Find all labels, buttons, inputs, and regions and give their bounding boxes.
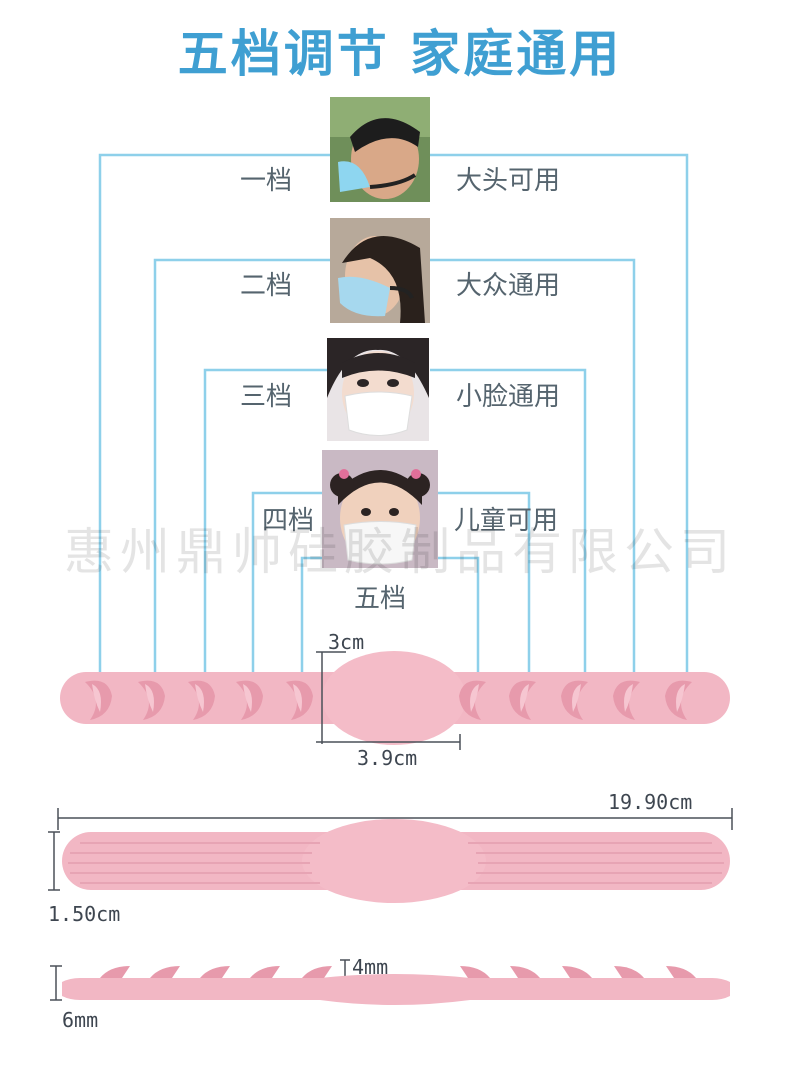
watermark: 惠州鼎帅硅胶制品有限公司 — [64, 523, 736, 581]
level-3-label: 三档 — [240, 382, 293, 412]
strap-width-label: 1.50cm — [48, 902, 121, 926]
total-length-label: 19.90cm — [608, 790, 693, 814]
center-thickness-label: 4mm — [352, 955, 389, 979]
level-3-usage: 小脸通用 — [456, 382, 561, 412]
center-width-label: 3.9cm — [357, 746, 418, 770]
side-height-label: 6mm — [62, 1008, 99, 1032]
adult-female-photo — [330, 218, 430, 323]
level-4-label: 四档 — [262, 506, 315, 536]
young-woman-photo — [327, 338, 429, 441]
center-height-label: 3cm — [328, 630, 365, 654]
child-photo — [322, 450, 438, 568]
level-2-usage: 大众通用 — [456, 271, 561, 301]
level-5-label: 五档 — [354, 584, 407, 614]
level-4-usage: 儿童可用 — [454, 506, 559, 536]
level-1-usage: 大头可用 — [456, 166, 561, 196]
adult-male-photo — [330, 97, 430, 202]
level-2-label: 二档 — [240, 271, 293, 301]
level-1-label: 一档 — [240, 166, 293, 196]
page-title: 五档调节 家庭通用 — [177, 25, 623, 83]
